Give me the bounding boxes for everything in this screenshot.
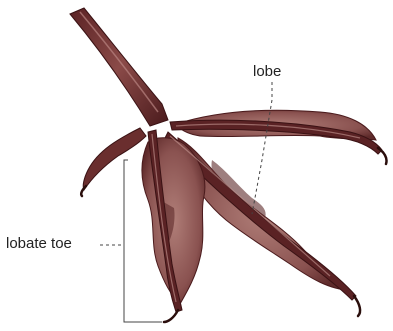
lobate-toe-label: lobate toe [6, 236, 72, 251]
hind-toe [83, 128, 146, 190]
leg [70, 8, 168, 126]
lobe-leader-line [252, 82, 272, 214]
lobe-label: lobe [253, 64, 281, 79]
